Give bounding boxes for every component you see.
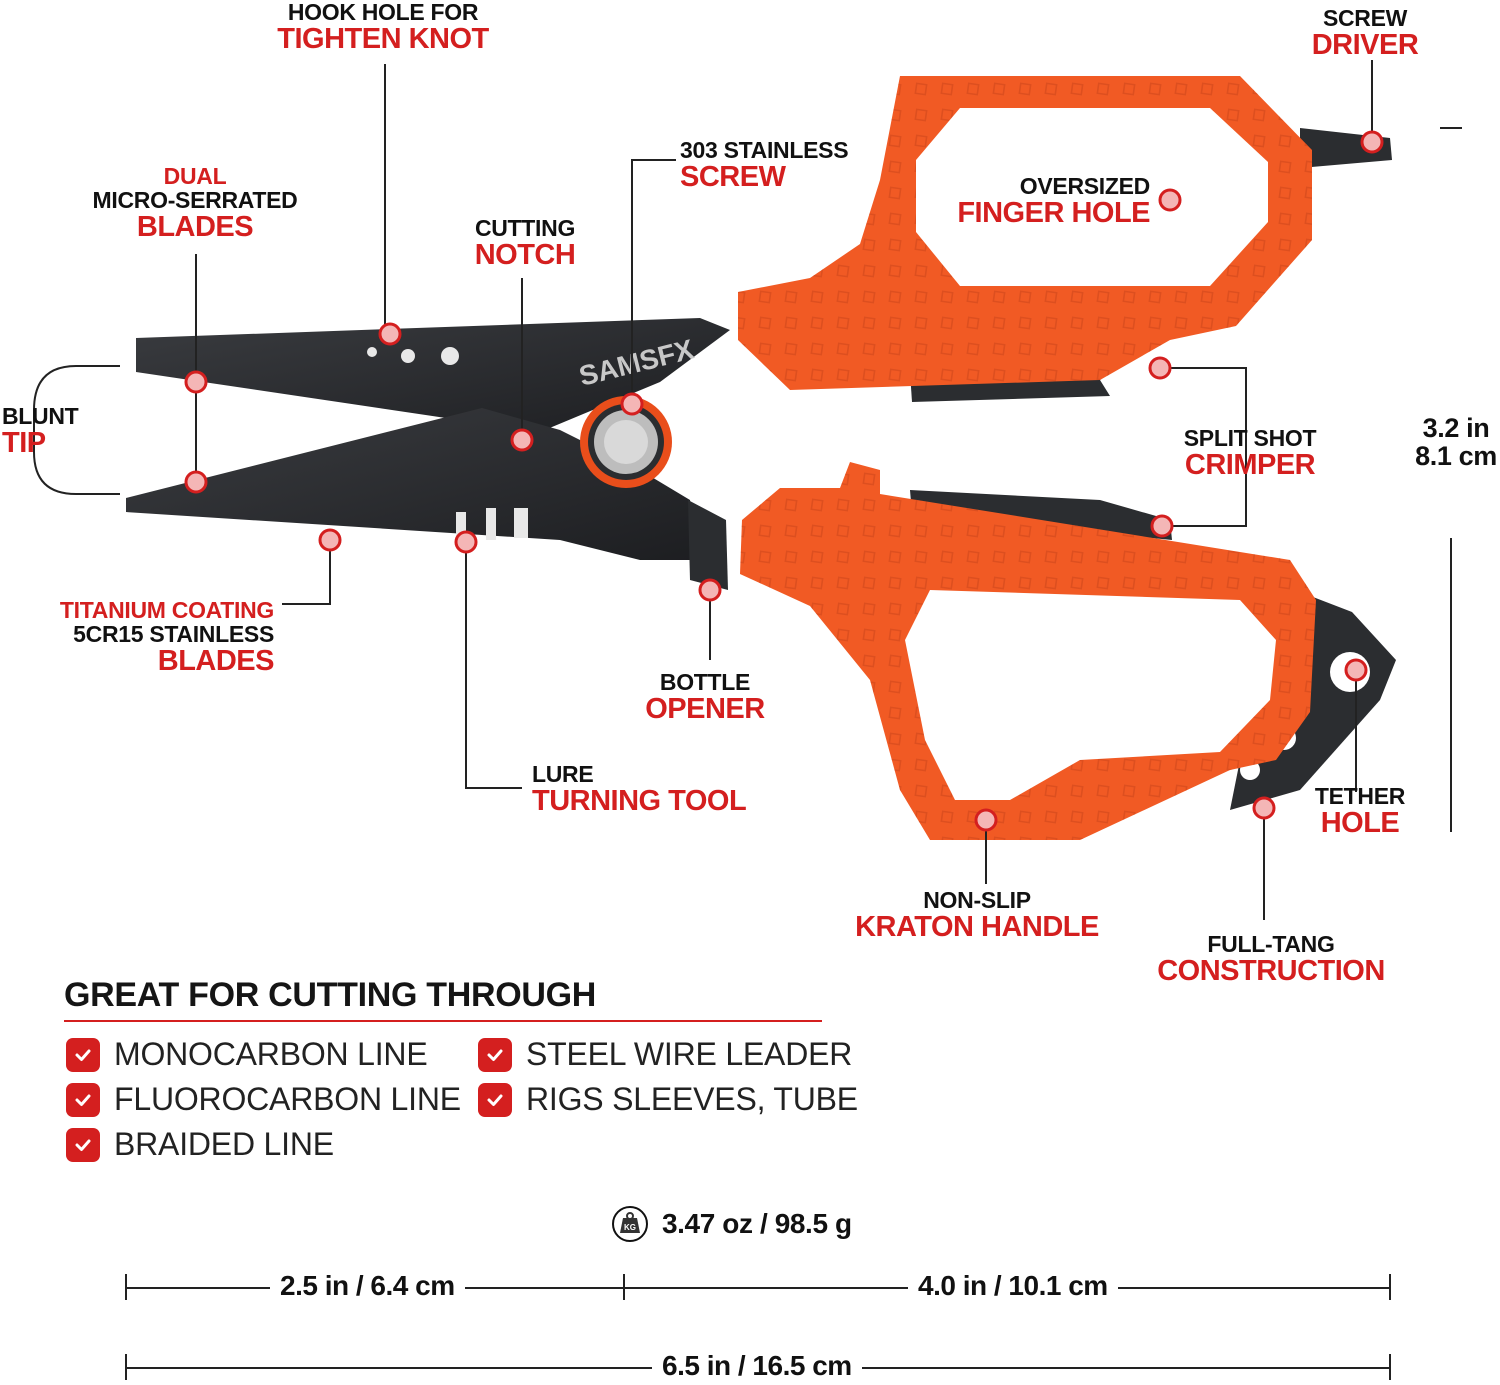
pivot-screw xyxy=(580,396,672,488)
top-blade xyxy=(136,318,730,432)
weight-icon: KG xyxy=(612,1206,648,1242)
height-dimension: 3.2 in 8.1 cm xyxy=(1415,413,1497,472)
callout-split-shot: SPLIT SHOT CRIMPER xyxy=(1183,425,1317,482)
check-icon xyxy=(478,1037,512,1072)
dot-kraton xyxy=(974,808,998,832)
finger-hole-top xyxy=(916,108,1268,286)
callout-hook-hole: HOOK HOLE FOR TIGHTEN KNOT xyxy=(277,0,489,56)
blade-length: 2.5 in / 6.4 cm xyxy=(270,1270,465,1302)
dot-tether xyxy=(1344,658,1368,682)
weight-info: KG 3.47 oz / 98.5 g xyxy=(612,1206,852,1242)
dot-finger-hole xyxy=(1158,188,1182,212)
bottom-blade xyxy=(126,408,700,560)
dot-titanium xyxy=(318,528,342,552)
feature-item: BRAIDED LINE xyxy=(66,1126,334,1163)
dot-blade-bottom xyxy=(184,470,208,494)
callout-full-tang: FULL-TANG CONSTRUCTION xyxy=(1157,931,1385,988)
crimper-bottom xyxy=(910,490,1172,540)
check-icon xyxy=(66,1037,100,1072)
callout-titanium: TITANIUM COATING 5CR15 STAINLESS BLADES xyxy=(59,597,275,678)
check-icon xyxy=(478,1082,512,1117)
callout-blunt-tip: BLUNT TIP xyxy=(2,403,79,460)
svg-text:KG: KG xyxy=(624,1223,636,1232)
hook-hole xyxy=(367,347,377,357)
feature-item: MONOCARBON LINE xyxy=(66,1036,428,1073)
total-length: 6.5 in / 16.5 cm xyxy=(652,1350,862,1382)
callout-bottle-opener: BOTTLE OPENER xyxy=(645,669,765,726)
dot-notch xyxy=(510,428,534,452)
callout-kraton-handle: NON-SLIP KRATON HANDLE xyxy=(855,887,1099,944)
check-icon xyxy=(66,1127,100,1162)
feature-item: FLUOROCARBON LINE xyxy=(66,1081,461,1118)
dot-crimper-top xyxy=(1148,356,1172,380)
lure-slot xyxy=(456,512,466,540)
callout-screw-driver: SCREW DRIVER xyxy=(1311,5,1419,62)
dot-full-tang xyxy=(1252,796,1276,820)
dot-lure xyxy=(454,530,478,554)
bottle-opener-shape xyxy=(688,500,728,590)
dot-crimper-bottom xyxy=(1150,514,1174,538)
features-title: GREAT FOR CUTTING THROUGH xyxy=(64,976,597,1014)
callout-cutting-notch: CUTTING NOTCH xyxy=(474,215,576,272)
scissors-illustration: SAMSFX xyxy=(33,60,1462,920)
callout-lure-tool: LURE TURNING TOOL xyxy=(532,761,747,818)
callout-stainless-screw: 303 STAINLESS SCREW xyxy=(680,137,849,194)
dot-blade-top xyxy=(184,370,208,394)
feature-item: RIGS SLEEVES, TUBE xyxy=(478,1081,858,1118)
features-divider xyxy=(64,1020,822,1022)
feature-item: STEEL WIRE LEADER xyxy=(478,1036,852,1073)
callout-oversized-hole: OVERSIZED FINGER HOLE xyxy=(957,173,1150,230)
callout-tether-hole: TETHER HOLE xyxy=(1314,783,1406,840)
handle-length: 4.0 in / 10.1 cm xyxy=(908,1270,1118,1302)
dot-hook-hole xyxy=(378,322,402,346)
check-icon xyxy=(66,1082,100,1117)
finger-hole-bottom xyxy=(905,590,1276,800)
callout-dual-blades: DUAL MICRO-SERRATED BLADES xyxy=(92,163,298,244)
dot-driver xyxy=(1360,130,1384,154)
dot-screw xyxy=(620,392,644,416)
dot-bottle xyxy=(698,578,722,602)
